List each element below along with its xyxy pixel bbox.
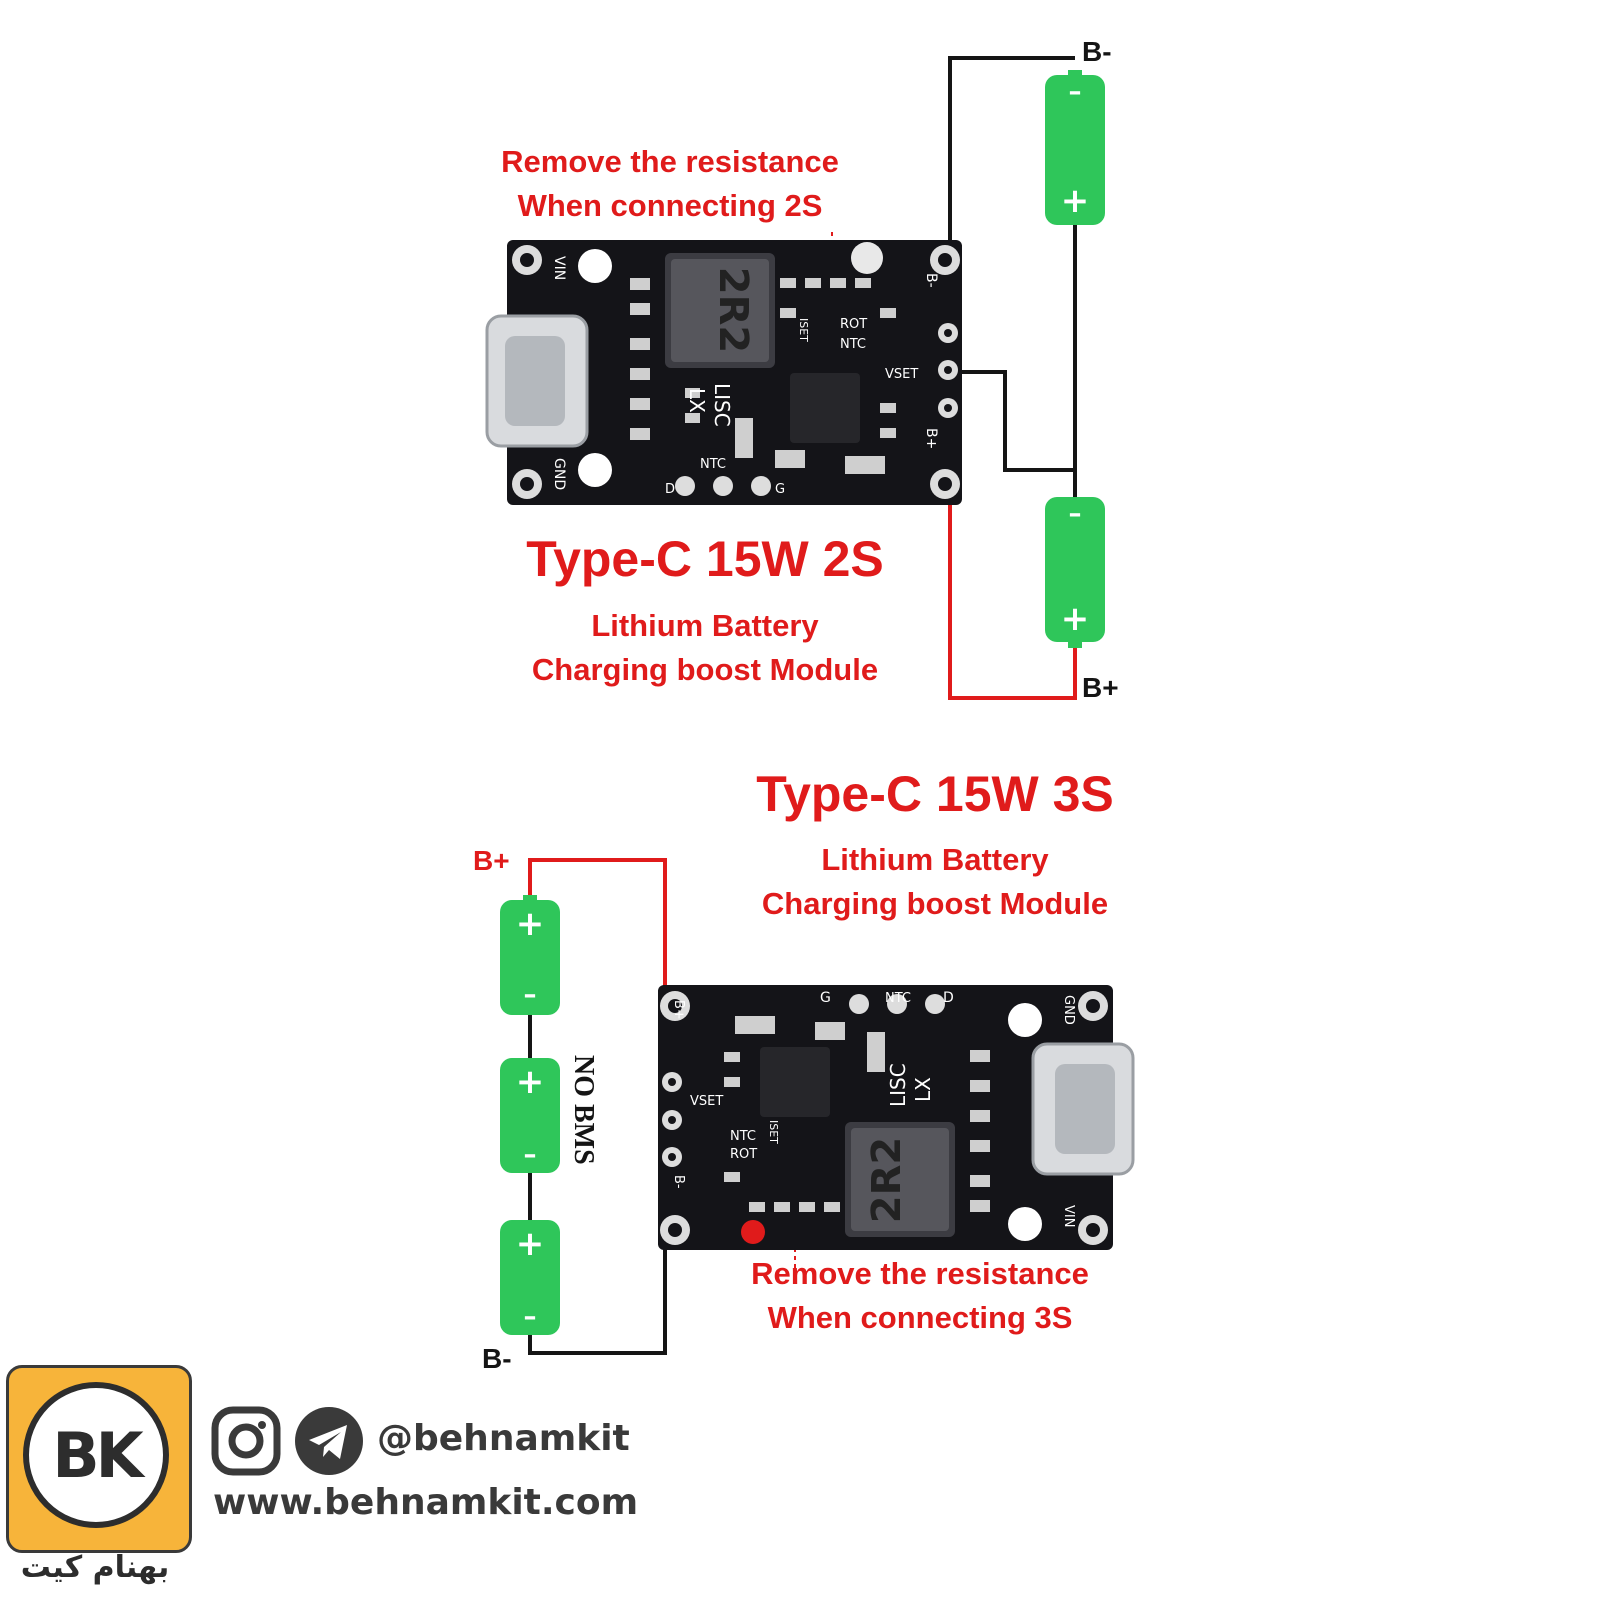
pin-vset: VSET [885,367,918,382]
pin-gnd-bottom: GND [1061,995,1076,1025]
website-link[interactable]: www.behnamkit.com [213,1482,639,1523]
pin-vin-bottom: VIN [1061,1205,1076,1227]
pin-rot-bottom: ROT [730,1147,757,1162]
telegram-icon[interactable] [293,1405,365,1477]
top-note-line2: When connecting 2S [517,188,823,223]
bottom-subtitle-line2: Charging boost Module [761,886,1109,921]
top-title: Type-C 15W 2S [526,531,884,587]
bottom-wire-bplus [528,858,667,990]
bottom-battery-3: + – [500,1220,560,1335]
svg-text:–: – [524,1302,537,1332]
bottom-wire-bminus [528,1215,667,1355]
svg-text:+: + [516,1062,545,1102]
chip-text-lx-bottom: LX [911,1077,935,1102]
top-wire-bplus [948,490,1077,700]
instagram-icon[interactable] [210,1405,282,1477]
pin-vin: VIN [551,256,567,280]
social-handle[interactable]: @behnamkit [377,1418,630,1459]
bottom-label-bminus: B- [482,1343,512,1374]
top-label-bplus: B+ [1082,672,1119,703]
pin-bplus-bottom: B+ [671,1000,686,1020]
bottom-subtitle: Lithium Battery Charging boost Module [700,838,1170,926]
brand-logo: BK [6,1365,192,1553]
pin-d-bottom: D [943,990,954,1006]
top-subtitle-line1: Lithium Battery [591,608,819,643]
bottom-note-line1: Remove the resistance [751,1256,1089,1291]
pin-d: D [665,482,675,497]
svg-text:+: + [516,1224,545,1264]
pin-ntc-bottom: NTC [885,991,911,1006]
pin-ntc: NTC [840,337,866,352]
top-subtitle-line2: Charging boost Module [531,652,879,687]
top-battery-1: – + [1045,70,1105,225]
bottom-board: 2R2 LX LISC NTC VSET NTC ROT G D B+ B- G… [658,985,1135,1250]
pin-g-bottom: G [820,990,831,1006]
bottom-subtitle-line1: Lithium Battery [821,842,1049,877]
svg-text:+: + [1061,181,1090,221]
bottom-note-line2: When connecting 3S [767,1300,1073,1335]
pin-gnd: GND [551,458,567,490]
brand-logo-circle: BK [23,1382,169,1528]
no-bms-label: NO BMS [568,1055,599,1165]
brand-name-fa: بهنام کیت [20,1550,170,1585]
top-label-bminus: B- [1082,36,1112,67]
pin-bminus: B- [923,273,939,288]
top-subtitle: Lithium Battery Charging boost Module [470,604,940,692]
inductor-label-bottom: 2R2 [864,1137,910,1223]
pin-rot: ROT [840,317,867,332]
chip-text-lisc-bottom: LISC [886,1063,910,1107]
svg-text:+: + [1061,599,1090,639]
pin-iset: ISET [797,318,810,342]
svg-text:+: + [516,904,545,944]
pin-bminus-bottom: B- [671,1175,686,1189]
top-note-line1: Remove the resistance [501,144,839,179]
top-note: Remove the resistance When connecting 2S [470,140,870,228]
svg-text:–: – [524,1140,537,1170]
ic-chip [790,373,860,443]
svg-text:–: – [524,980,537,1010]
bottom-title: Type-C 15W 3S [756,766,1114,822]
chip-text-lx: LX [685,388,709,413]
inductor-label: 2R2 [710,267,756,353]
brand-logo-text: BK [52,1418,143,1492]
pin-bplus: B+ [923,428,939,449]
pin-iset-bottom: ISET [767,1120,780,1144]
bottom-battery-1: + – [500,895,560,1015]
pin-vset-bottom: VSET [690,1094,723,1109]
chip-text-lisc: LISC [710,383,734,427]
bottom-battery-2: + – [500,1058,560,1173]
svg-text:–: – [1069,77,1082,107]
top-board: 2R2 LX LISC VIN GND B- B+ NTC ROT ISET V… [485,240,962,505]
bottom-label-bplus: B+ [473,845,510,876]
pin-g: G [775,482,785,497]
top-wire-bminus [948,56,1075,262]
top-battery-2: – + [1045,497,1105,648]
svg-text:–: – [1069,499,1082,529]
bottom-note: Remove the resistance When connecting 3S [710,1252,1130,1340]
pin-ntc-bottom-2: NTC [730,1129,756,1144]
pin-ntc-2: NTC [700,457,726,472]
top-wire-mid [958,370,1075,472]
no-bms-label-wrap: NO BMS [565,1055,601,1195]
